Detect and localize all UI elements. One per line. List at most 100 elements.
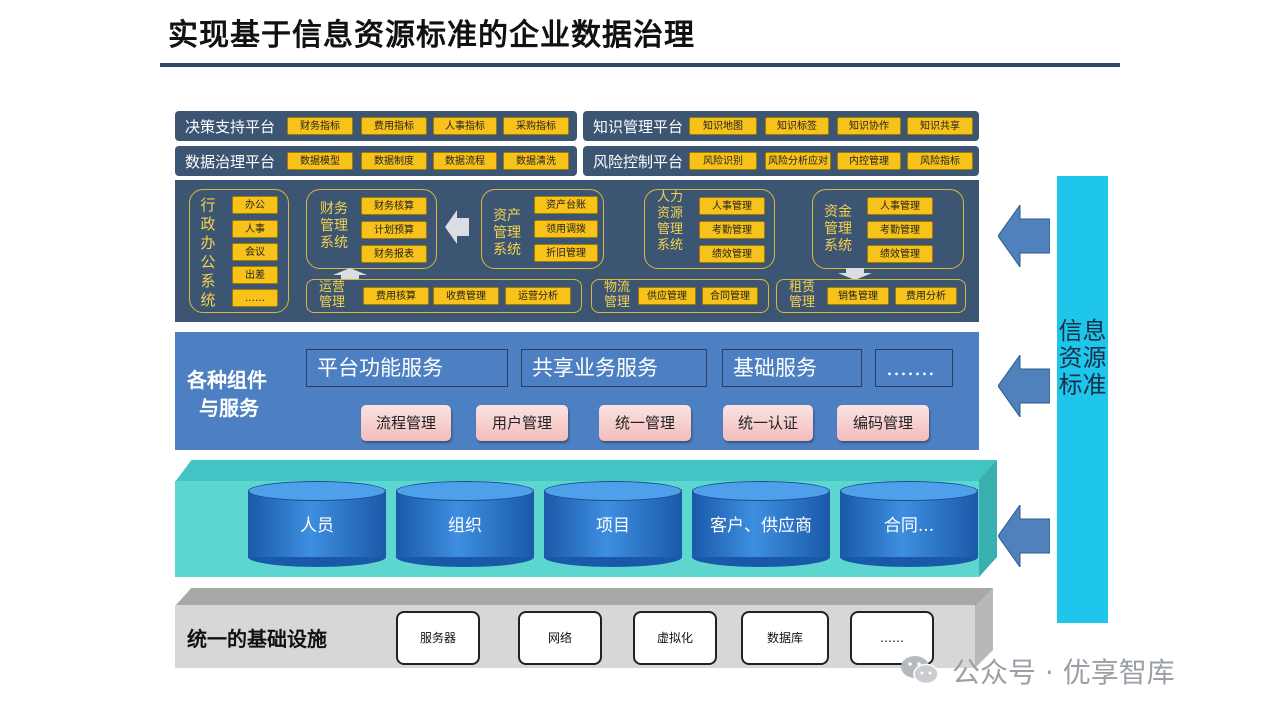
tag: 风险识别 [689,152,757,170]
service-box: 平台功能服务 [306,349,508,387]
infra-box: 网络 [518,611,602,665]
data-entity-label: 客户、供应商 [710,516,812,536]
admin-office-system: 行政办公系统 办公 人事 会议 出差 …… [189,189,289,313]
tag: 采购指标 [503,117,569,135]
arrow-left-icon [998,355,1050,417]
database-cylinder-icon: 合同... [840,481,978,567]
layer-label: 各种组件 与服务 [187,368,267,420]
service-box: ……. [875,349,953,387]
tag: 供应管理 [638,287,696,305]
tag: 知识地图 [689,117,757,135]
tag: 费用分析 [895,287,957,305]
module-box: 用户管理 [476,405,568,441]
information-standard-bar [1057,176,1108,623]
system-label: 行政办公系统 [200,196,216,309]
tag: 知识标签 [765,117,829,135]
platform-label: 风险控制平台 [593,153,684,171]
tag: 人事 [232,220,278,238]
infra-box: 虚拟化 [633,611,717,665]
page-title: 实现基于信息资源标准的企业数据治理 [168,18,695,53]
fund-management-system: 资金管理系统 人事管理 考勤管理 绩效管理 [812,189,964,269]
data-entity-label: 项目 [596,516,630,536]
platform-risk-control: 风险控制平台 风险识别 风险分析应对 内控管理 风险指标 [583,146,979,176]
tag: 合同管理 [702,287,758,305]
database-cylinder-icon: 组织 [396,481,534,567]
tag: 数据流程 [433,152,497,170]
arrow-left-icon [445,210,469,244]
tag: 数据清洗 [503,152,569,170]
platform-label: 知识管理平台 [593,118,684,136]
service-box: 基础服务 [722,349,862,387]
system-label: 资产管理系统 [493,208,521,258]
components-services-layer: 各种组件 与服务 平台功能服务 共享业务服务 基础服务 ……. 流程管理 用户管… [175,332,979,450]
tag: 办公 [232,196,278,214]
system-label: 运营管理 [318,280,345,310]
tag: 出差 [232,266,278,284]
tag: 数据模型 [287,152,353,170]
platform-decision-support: 决策支持平台 财务指标 费用指标 人事指标 采购指标 [175,111,577,141]
infra-box: …… [850,611,934,665]
tag: 人事管理 [699,197,765,215]
arrow-up-icon [333,268,367,280]
tag: …… [232,289,278,307]
tag: 内控管理 [837,152,901,170]
tag: 知识协作 [837,117,901,135]
operations-management: 运营管理 费用核算 收费管理 运营分析 [306,279,582,313]
asset-management-system: 资产管理系统 资产台账 领用调拨 折旧管理 [481,189,604,269]
business-systems-panel: 行政办公系统 办公 人事 会议 出差 …… 财务管理系统 财务核算 计划预算 财… [175,180,979,322]
tag: 资产台账 [534,196,598,214]
lease-management: 租赁管理 销售管理 费用分析 [776,279,966,313]
module-box: 统一管理 [599,405,691,441]
tag: 会议 [232,243,278,261]
tag: 费用核算 [363,287,429,305]
system-label: 人力资源管理系统 [656,190,683,253]
information-standard-label: 信息资源标准 [1058,317,1107,399]
logistics-management: 物流管理 供应管理 合同管理 [591,279,769,313]
arrow-down-icon [838,268,872,280]
title-divider [160,63,1120,67]
tag: 人事管理 [867,197,933,215]
finance-management-system: 财务管理系统 财务核算 计划预算 财务报表 [306,189,437,269]
system-label: 租赁管理 [788,280,815,310]
wechat-icon [901,656,939,685]
tag: 风险指标 [907,152,973,170]
arrow-left-icon [998,205,1050,267]
tag: 计划预算 [361,221,427,239]
tag: 领用调拨 [534,220,598,238]
data-entity-label: 合同... [883,516,935,536]
platform-knowledge-management: 知识管理平台 知识地图 知识标签 知识协作 知识共享 [583,111,979,141]
tag: 数据制度 [361,152,427,170]
module-box: 流程管理 [361,405,451,441]
infra-box: 数据库 [741,611,829,665]
tag: 人事指标 [433,117,497,135]
tag: 折旧管理 [534,244,598,262]
module-box: 统一认证 [723,405,813,441]
tag: 考勤管理 [699,221,765,239]
tag: 考勤管理 [867,221,933,239]
infrastructure-label: 统一的基础设施 [187,627,327,651]
database-cylinder-icon: 人员 [248,481,386,567]
tag: 风险分析应对 [765,152,831,170]
tag: 收费管理 [433,287,499,305]
data-layer-top [175,460,997,482]
tag: 知识共享 [907,117,973,135]
tag: 费用指标 [361,117,427,135]
system-label: 物流管理 [603,280,630,310]
tag: 绩效管理 [867,245,933,263]
tag: 运营分析 [505,287,571,305]
system-label: 财务管理系统 [320,201,348,251]
module-box: 编码管理 [837,405,929,441]
data-entity-label: 人员 [300,516,334,536]
platform-data-governance: 数据治理平台 数据模型 数据制度 数据流程 数据清洗 [175,146,577,176]
tag: 财务报表 [361,245,427,263]
platform-label: 决策支持平台 [185,118,276,136]
system-label: 资金管理系统 [824,204,852,254]
hr-management-system: 人力资源管理系统 人事管理 考勤管理 绩效管理 [644,189,775,269]
tag: 绩效管理 [699,245,765,263]
infra-box: 服务器 [396,611,480,665]
watermark: 公众号 · 优享智库 [952,656,1175,689]
service-box: 共享业务服务 [521,349,707,387]
tag: 财务核算 [361,197,427,215]
infrastructure-top [175,588,993,606]
arrow-left-icon [998,505,1050,567]
